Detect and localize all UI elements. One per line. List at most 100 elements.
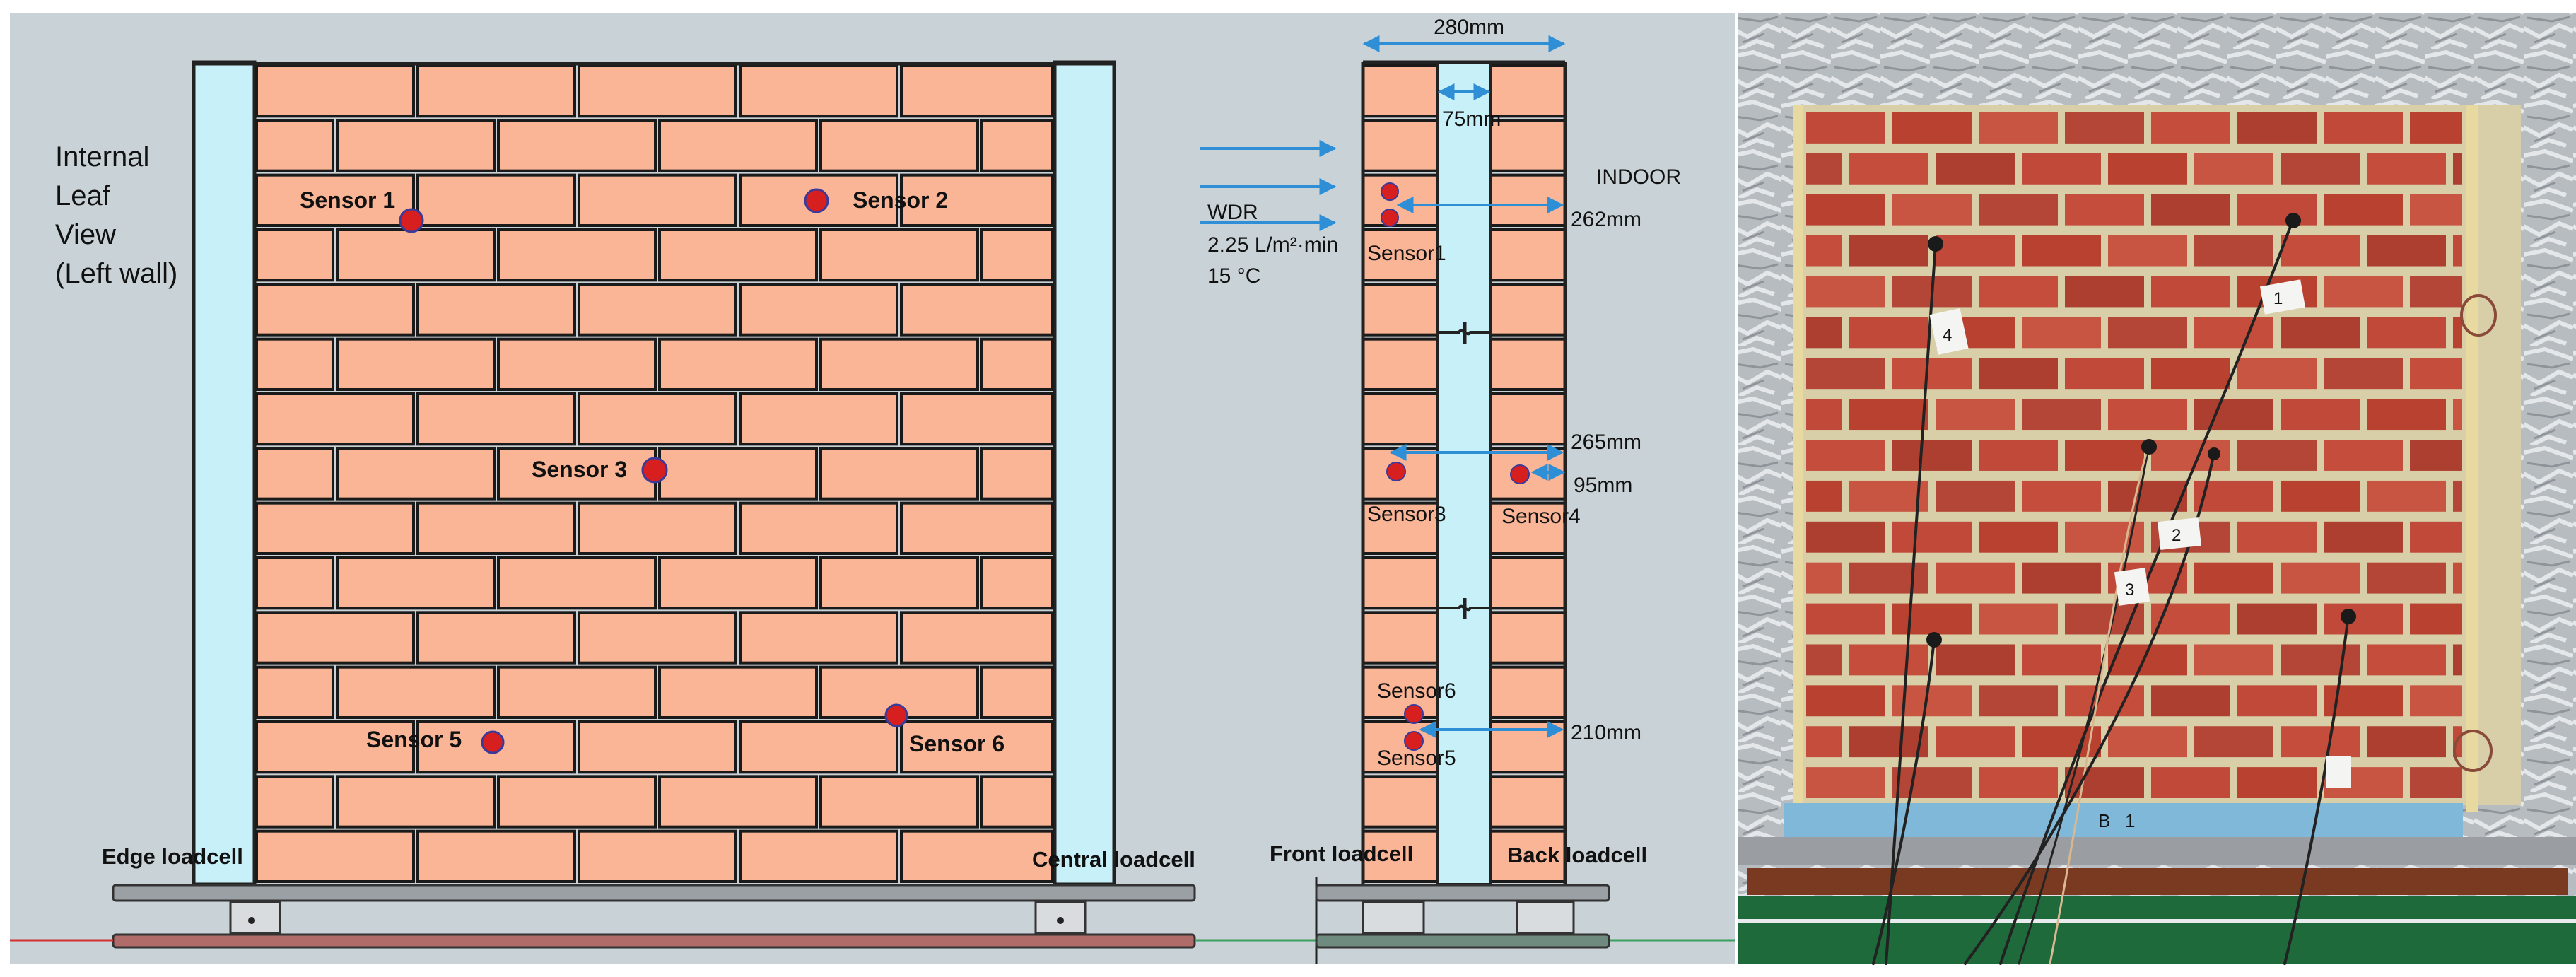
photo-brick (1892, 194, 1972, 226)
brick (900, 720, 1054, 774)
photo-brick (2022, 153, 2101, 185)
photo-brick (2453, 153, 2462, 185)
photo-brick (2453, 235, 2462, 267)
brick (578, 829, 737, 883)
brick-section (1362, 337, 1439, 391)
brick (336, 556, 496, 610)
brick (255, 392, 415, 446)
steel-frame (1738, 837, 2576, 865)
brick-section (1489, 775, 1567, 829)
photo-brick (1849, 399, 1928, 431)
brick-courses (255, 64, 1054, 883)
brick (739, 611, 898, 665)
photo-paper-tags: 4 1 2 3 (1929, 279, 2351, 788)
photo-brick (2367, 399, 2446, 431)
photo-brick (2281, 480, 2360, 512)
brick (578, 283, 737, 337)
photo-brick (2324, 603, 2403, 635)
photo-brick (2194, 235, 2273, 267)
brick-section (1489, 392, 1567, 446)
photo-brick (1806, 276, 1885, 308)
test-wall-photo: B 1 4 (1738, 13, 2576, 965)
photo-brick (2324, 358, 2403, 390)
brick (739, 501, 898, 556)
brick (900, 64, 1054, 118)
photo-brick (2022, 317, 2101, 349)
photo-brick (1979, 112, 2058, 144)
brick (255, 611, 415, 665)
photo-brick (2237, 685, 2317, 717)
brick-section (1362, 392, 1439, 446)
brick (255, 556, 334, 610)
depth-262-label: 262mm (1571, 208, 1641, 231)
photo-brick (1892, 767, 1972, 798)
photo-brick (2367, 317, 2446, 349)
brick (497, 228, 657, 282)
brick (255, 228, 334, 282)
brick (255, 665, 334, 720)
sensor-head (1926, 632, 1942, 648)
photo-brick (2065, 194, 2144, 226)
section-dimensions: 280mm 75mm INDOOR 262mm 265mm 95mm 210mm (1362, 16, 1681, 744)
photo-brick (2108, 153, 2187, 185)
title-line: Internal (55, 141, 149, 172)
photo-brick (1936, 153, 2015, 185)
brick (255, 119, 334, 172)
photo-brick (2151, 358, 2230, 390)
brick-section (1489, 611, 1567, 665)
photo-brick (2065, 358, 2144, 390)
green-stand (1738, 896, 2576, 964)
photo-brick (1849, 317, 1928, 349)
photo-brick (1806, 153, 1842, 185)
photo-brick (1806, 562, 1842, 594)
brick (900, 283, 1054, 337)
edge-loadcell-bolt (248, 917, 255, 924)
wdr-temperature-label: 15 °C (1207, 264, 1260, 288)
photo-brick (1979, 194, 2058, 226)
section-base: Front loadcell Back loadcell (1270, 841, 1647, 964)
photo-brick (2410, 440, 2462, 471)
paper-tag-number: 3 (2125, 580, 2134, 599)
brick (819, 228, 979, 282)
photo-brick (2065, 276, 2144, 308)
brick (900, 173, 1054, 228)
brick (416, 283, 576, 337)
brick-section (1362, 173, 1439, 228)
photo-brick (2022, 644, 2101, 676)
brick (658, 775, 818, 829)
brick (578, 173, 737, 228)
edge-loadcell-body (229, 901, 281, 935)
sensor-6-marker (884, 703, 908, 727)
paper-tag-number: 2 (2172, 526, 2181, 545)
sensor-2-section-marker (1381, 182, 1399, 201)
brick (739, 829, 898, 883)
brick-section (1362, 556, 1439, 610)
brick (658, 337, 818, 391)
photo-brick (1936, 235, 2015, 267)
brick-section (1489, 337, 1567, 391)
photo-brick (2410, 603, 2462, 635)
brick (336, 119, 496, 172)
photo-brick (2237, 603, 2317, 635)
photo-brick (2281, 562, 2360, 594)
brick (336, 447, 496, 501)
driving-rain-indicator: WDR 2.25 L/m²·min 15 °C (1200, 140, 1338, 288)
brick-section (1362, 611, 1439, 665)
brick (980, 556, 1054, 610)
photo-brick (2410, 112, 2462, 144)
photo-brick (1806, 685, 1885, 717)
photo-brick (2022, 480, 2101, 512)
title-line: Leaf (55, 180, 111, 211)
indoor-label: INDOOR (1596, 165, 1681, 189)
brick-section (1489, 829, 1567, 883)
photo-brick (1806, 603, 1885, 635)
brick (980, 447, 1054, 501)
photo-brick (1979, 276, 2058, 308)
sensor-2-marker (804, 188, 829, 213)
brick-section (1489, 501, 1567, 556)
brick (819, 556, 979, 610)
photo-brick (1806, 235, 1842, 267)
brick (658, 447, 818, 501)
sensor-3-label: Sensor 3 (532, 457, 627, 482)
